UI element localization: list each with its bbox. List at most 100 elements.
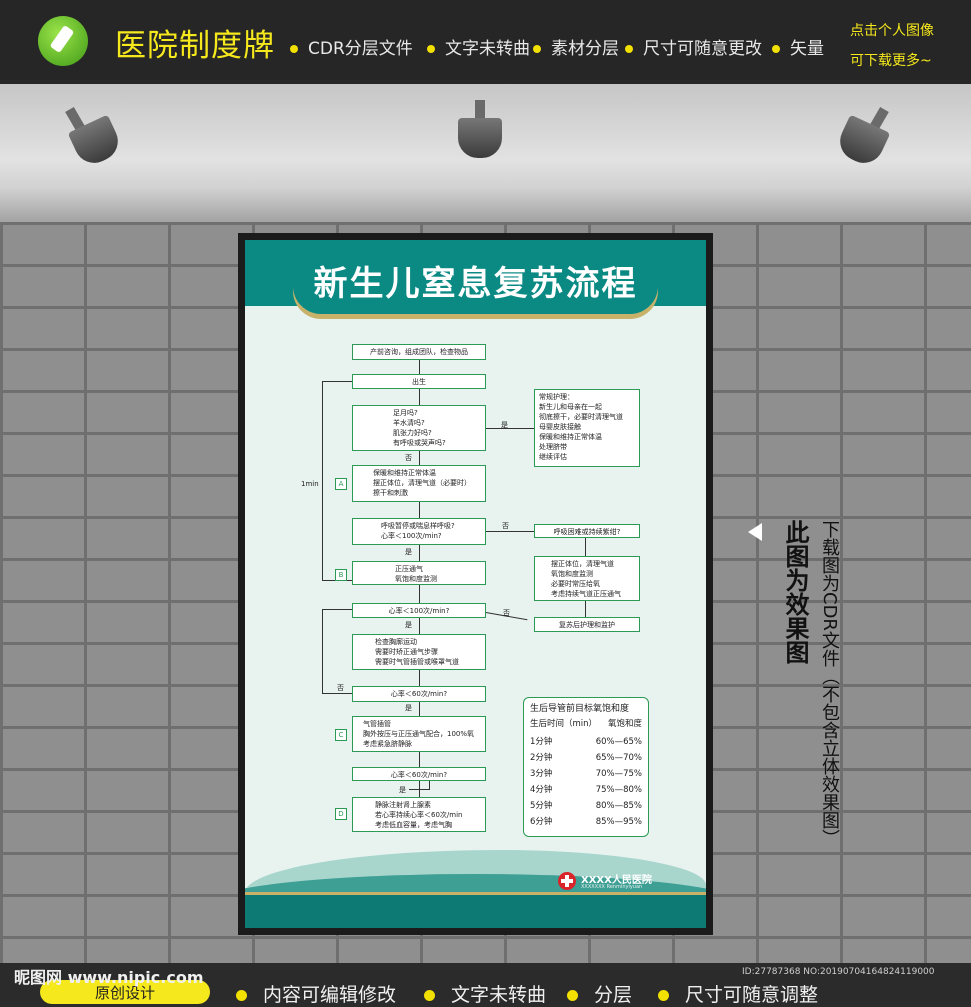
flow-text: 考虑低血容量，考虑气胸 bbox=[375, 821, 452, 829]
footer-feature-label: 内容可编辑修改 bbox=[263, 984, 397, 1006]
triangle-pointer-icon bbox=[748, 523, 762, 541]
feature-label: 文字未转曲 bbox=[445, 39, 530, 59]
table-cell: 75%—80% bbox=[595, 785, 642, 795]
brand-title: 医院制度牌 bbox=[115, 28, 275, 64]
table-cell: 6分钟 bbox=[530, 817, 553, 827]
flow-text: 呼吸暂停或喘息样呼吸? bbox=[381, 522, 455, 530]
flow-prenatal: 产前咨询，组成团队，检查物品 bbox=[352, 344, 486, 360]
flow-text: 需要时气管插管或喉罩气道 bbox=[375, 658, 459, 666]
hospital-logo: XXXX人民医院 XXXXXXX Renminyiyuan bbox=[558, 870, 698, 894]
flow-text: 常规护理： bbox=[539, 393, 574, 401]
flow-text: 心率＜100次/min? bbox=[381, 532, 442, 540]
flow-text: 继续评估 bbox=[539, 453, 567, 461]
hospital-name: XXXX人民医院 bbox=[581, 875, 652, 886]
flow-text: 保暖和维持正常体温 bbox=[373, 469, 436, 477]
yes-label: 是 bbox=[399, 786, 406, 794]
footer-feature-label: 文字未转曲 bbox=[451, 984, 547, 1006]
flow-text: 有呼吸或哭声吗? bbox=[393, 439, 446, 447]
flow-distress-care: 摆正体位，清理气道 氧饱和度监测 必要时常压给氧 考虑持续气道正压通气 bbox=[534, 556, 640, 601]
bullet-icon bbox=[427, 45, 435, 53]
flow-hr-60-first: 心率＜60次/min? bbox=[352, 686, 486, 702]
column-header: 生后时间（min） bbox=[530, 719, 598, 729]
profile-link[interactable]: 点击个人图像 bbox=[850, 23, 934, 39]
flow-text: 擦干和刺激 bbox=[373, 489, 408, 497]
flow-text: 彻底擦干，必要时清理气道 bbox=[539, 413, 623, 421]
step-tag-b: B bbox=[335, 569, 347, 581]
footer-feature: 尺寸可随意调整 bbox=[658, 980, 818, 1007]
spo2-table-title: 生后导管前目标氧饱和度 bbox=[530, 704, 630, 714]
table-cell: 70%—75% bbox=[595, 769, 642, 779]
step-tag-c: C bbox=[335, 729, 347, 741]
no-label: 否 bbox=[337, 684, 344, 692]
yes-label: 是 bbox=[405, 548, 412, 556]
top-banner bbox=[0, 0, 971, 84]
download-note: 下载图为CDR文件（不包含立体效果图） bbox=[819, 520, 840, 847]
table-cell: 65%—70% bbox=[595, 753, 642, 763]
table-cell: 5分钟 bbox=[530, 801, 553, 811]
flow-hr-100: 心率＜100次/min? bbox=[352, 603, 486, 618]
gold-divider bbox=[245, 892, 706, 895]
feature-label: 矢量 bbox=[790, 39, 824, 59]
bullet-icon bbox=[424, 990, 435, 1001]
bullet-icon bbox=[625, 45, 633, 53]
bullet-icon bbox=[658, 990, 669, 1001]
feature-item: 文字未转曲 bbox=[427, 34, 530, 59]
feature-label: 素材分层 bbox=[551, 39, 619, 59]
flow-text: 必要时常压给氧 bbox=[551, 580, 600, 588]
flow-step-c: 气管插管 胸外按压与正压通气配合，100%氧 考虑紧急脐静脉 bbox=[352, 716, 486, 752]
flow-text: 氧饱和度监测 bbox=[395, 575, 437, 583]
footer-feature: 文字未转曲 bbox=[424, 980, 546, 1007]
flow-text: 羊水清吗? bbox=[393, 419, 425, 427]
flow-text: 母婴皮肤接触 bbox=[539, 423, 581, 431]
footer-feature-label: 尺寸可随意调整 bbox=[685, 984, 819, 1006]
poster: 新生儿窒息复苏流程 产前咨询，组成团队，检查物品 出生 足月吗? 羊水清吗? 肌… bbox=[245, 240, 706, 928]
feature-label: CDR分层文件 bbox=[308, 39, 413, 59]
yes-label: 是 bbox=[501, 421, 508, 429]
yes-label: 是 bbox=[405, 621, 412, 629]
one-minute-label: 1min bbox=[301, 480, 319, 488]
feature-item: 素材分层 bbox=[533, 34, 619, 59]
no-label: 否 bbox=[503, 609, 510, 617]
no-label: 否 bbox=[405, 454, 412, 462]
flow-hr-60-second: 心率＜60次/min? bbox=[352, 767, 486, 781]
flow-text: 检查胸廓运动 bbox=[375, 638, 417, 646]
flow-birth: 出生 bbox=[352, 374, 486, 389]
watermark: 昵图网 www.nipic.com bbox=[14, 968, 204, 987]
bullet-icon bbox=[533, 45, 541, 53]
table-cell: 3分钟 bbox=[530, 769, 553, 779]
yes-label: 是 bbox=[405, 704, 412, 712]
flow-text: 处理脐带 bbox=[539, 443, 567, 451]
feature-label: 尺寸可随意更改 bbox=[643, 39, 762, 59]
flow-distress-check: 呼吸困难或持续紫绀? bbox=[534, 524, 640, 538]
flow-text: 胸外按压与正压通气配合，100%氧 bbox=[363, 730, 475, 738]
flow-step-d: 静脉注射肾上腺素 若心率持续心率＜60次/min 考虑低血容量，考虑气胸 bbox=[352, 797, 486, 832]
flow-text: 新生儿和母亲在一起 bbox=[539, 403, 602, 411]
spo2-table-header: 生后时间（min） 氧饱和度 bbox=[530, 716, 642, 732]
bullet-icon bbox=[236, 990, 247, 1001]
flow-text: 正压通气 bbox=[395, 565, 423, 573]
footer-band bbox=[245, 895, 706, 928]
table-row: 3分钟 70%—75% bbox=[530, 766, 642, 782]
feature-item: CDR分层文件 bbox=[290, 34, 413, 59]
flow-text: 足月吗? bbox=[393, 409, 418, 417]
flow-check-chest: 检查胸廓运动 需要时矫正通气步骤 需要时气管插管或喉罩气道 bbox=[352, 634, 486, 670]
flow-post-care: 复苏后护理和监护 bbox=[534, 617, 640, 632]
step-tag-a: A bbox=[335, 478, 347, 490]
flow-text: 摆正体位，清理气道 bbox=[551, 560, 614, 568]
flow-text: 气管插管 bbox=[363, 720, 391, 728]
flow-routine-care: 常规护理： 新生儿和母亲在一起 彻底擦干，必要时清理气道 母婴皮肤接触 保暖和维… bbox=[534, 389, 640, 467]
footer-feature: 内容可编辑修改 bbox=[236, 980, 396, 1007]
ceiling-edge bbox=[0, 186, 971, 222]
footer-feature: 分层 bbox=[567, 980, 632, 1007]
table-row: 6分钟 85%—95% bbox=[530, 814, 642, 830]
feature-item: 矢量 bbox=[772, 34, 824, 59]
download-more-link[interactable]: 可下载更多~ bbox=[850, 53, 932, 69]
flow-text: 摆正体位，清理气道（必要时） bbox=[373, 479, 471, 487]
flow-text: 考虑紧急脐静脉 bbox=[363, 740, 412, 748]
poster-title: 新生儿窒息复苏流程 bbox=[313, 264, 638, 304]
effect-image-note: 此图为效果图 bbox=[781, 520, 809, 664]
table-cell: 85%—95% bbox=[595, 817, 642, 827]
